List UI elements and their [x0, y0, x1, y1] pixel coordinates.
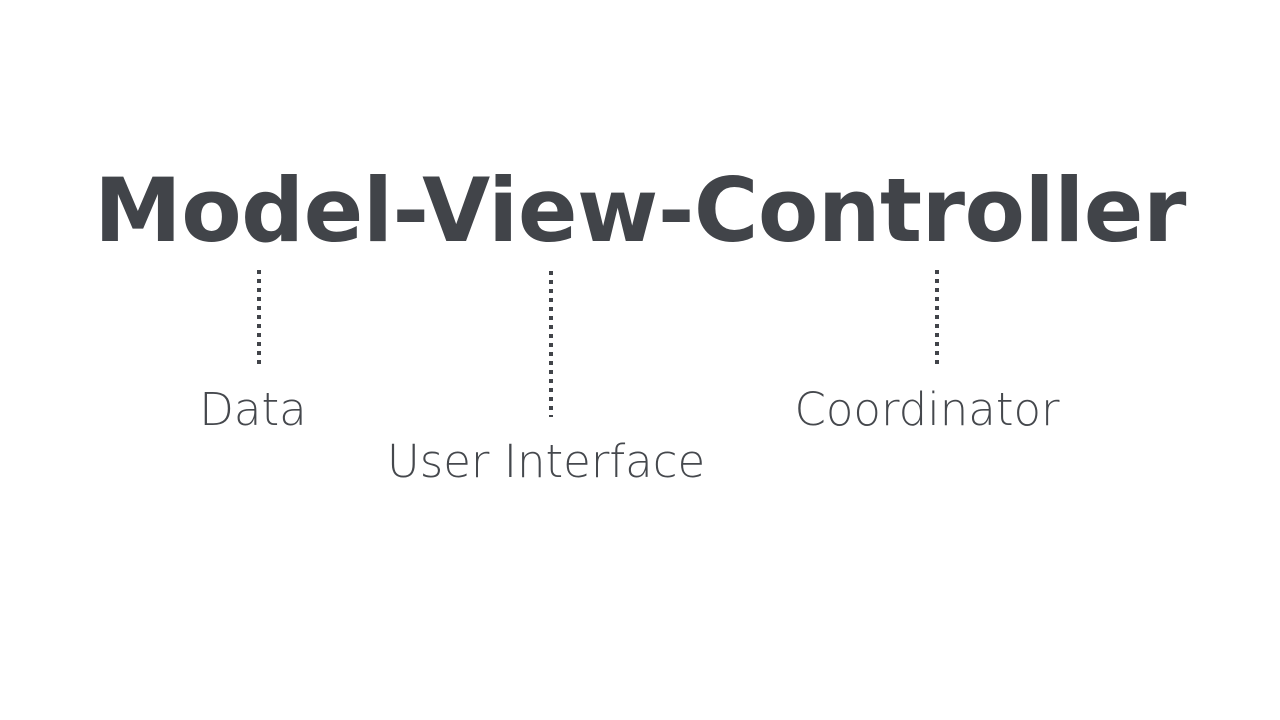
label-controller-coordinator: Coordinator [794, 383, 1060, 436]
label-model-data: Data [199, 383, 307, 436]
connector-line-model [257, 270, 261, 364]
connector-line-view [549, 271, 553, 417]
label-view-user-interface: User Interface [386, 435, 706, 488]
connector-line-controller [935, 270, 939, 364]
page-title: Model-View-Controller [94, 159, 1186, 262]
